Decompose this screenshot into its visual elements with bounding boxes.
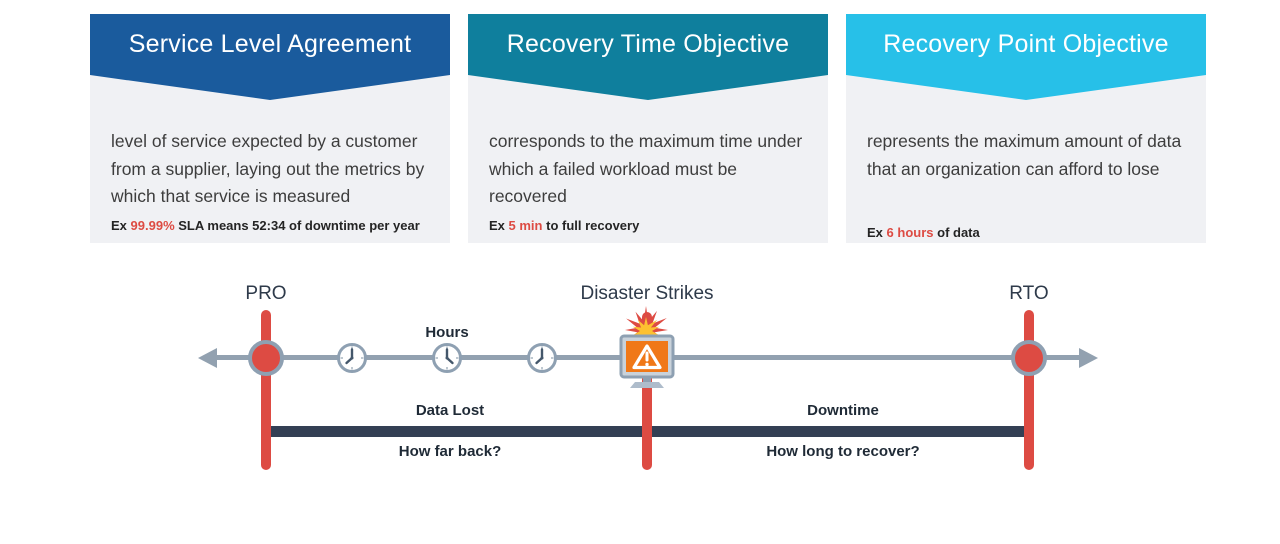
card-rto-header: Recovery Time Objective <box>468 14 828 100</box>
how-long-to-recover-label: How long to recover? <box>766 443 920 460</box>
clock-icon <box>526 342 558 379</box>
example-prefix: Ex <box>489 218 505 233</box>
disaster-alert-icon <box>609 306 685 395</box>
example-rest: to full recovery <box>546 218 640 233</box>
data-lost-label: Data Lost <box>415 402 485 419</box>
disaster-strikes-label: Disaster Strikes <box>580 283 714 304</box>
card-sla-description: level of service expected by a customer … <box>111 131 425 206</box>
rpo-node-circle <box>248 340 284 376</box>
arrow-right-icon <box>1079 347 1098 368</box>
clock-icon <box>336 342 368 379</box>
card-sla: Service Level Agreement level of service… <box>90 14 450 243</box>
rto-marker-label: RTO <box>1009 283 1049 304</box>
card-sla-example: Ex 99.99% SLA means 52:34 of downtime pe… <box>111 218 420 233</box>
disaster-marker-bar <box>642 312 652 470</box>
example-rest: of data <box>937 225 980 240</box>
example-highlight: 99.99% <box>130 218 175 233</box>
card-rpo-example: Ex 6 hours of data <box>867 225 980 240</box>
card-rpo: Recovery Point Objective represents the … <box>846 14 1206 243</box>
card-rto-example: Ex 5 min to full recovery <box>489 218 639 233</box>
card-sla-title: Service Level Agreement <box>128 30 412 58</box>
example-highlight: 5 min <box>508 218 543 233</box>
rpo-marker-bar <box>261 310 271 470</box>
rto-node-circle <box>1011 340 1047 376</box>
example-highlight: 6 hours <box>886 225 934 240</box>
clock-icon <box>431 342 463 379</box>
card-rpo-title: Recovery Point Objective <box>883 30 1169 58</box>
arrow-left-icon <box>198 347 217 368</box>
example-prefix: Ex <box>867 225 883 240</box>
example-rest: SLA means 52:34 of downtime per year <box>178 218 420 233</box>
card-sla-header: Service Level Agreement <box>90 14 450 100</box>
recovery-timeline: PRO Disaster Strikes RTO Hours <box>0 260 1280 544</box>
how-far-back-label: How far back? <box>398 443 502 460</box>
rpo-marker-label: PRO <box>245 283 287 304</box>
example-prefix: Ex <box>111 218 127 233</box>
card-rto-description: corresponds to the maximum time under wh… <box>489 131 803 206</box>
rto-marker-bar <box>1024 310 1034 470</box>
card-rpo-description: represents the maximum amount of data th… <box>867 131 1182 179</box>
card-rto-title: Recovery Time Objective <box>506 30 790 58</box>
hours-label: Hours <box>425 324 469 341</box>
downtime-label: Downtime <box>807 402 879 419</box>
card-rto: Recovery Time Objective corresponds to t… <box>468 14 828 243</box>
card-rpo-header: Recovery Point Objective <box>846 14 1206 100</box>
